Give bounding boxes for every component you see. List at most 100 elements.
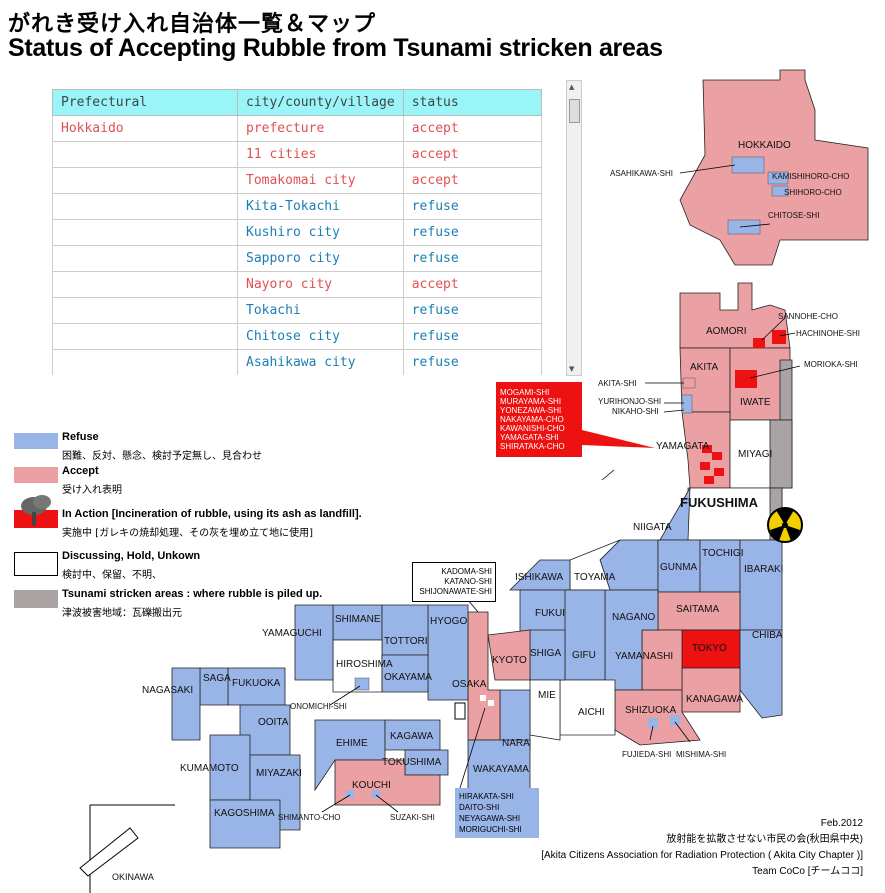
title-english: Status of Accepting Rubble from Tsunami … <box>8 34 663 62</box>
label-iwate: IWATE <box>740 397 771 408</box>
legend-action-sub: 実施中 [ガレキの焼却処理、その灰を埋め立て地に使用] <box>62 528 313 539</box>
table-cell-pref <box>52 245 238 272</box>
label-shihoro: SHIHORO-CHO <box>784 188 842 197</box>
label-mie: MIE <box>538 690 556 701</box>
table-cell-pref: Hokkaido <box>52 115 238 142</box>
label-akita-shi: AKITA-SHI <box>598 379 637 388</box>
header-city: city/county/village <box>237 89 404 116</box>
label-nagasaki: NAGASAKI <box>142 685 194 696</box>
region-tottori <box>381 604 429 656</box>
label-okayama: OKAYAMA <box>384 672 432 683</box>
region-kagoshima <box>209 799 281 849</box>
status-table-container: Prefectural city/county/village status H… <box>52 89 567 375</box>
region-chiba <box>739 629 783 719</box>
legend-accept-sub: 受け入れ表明 <box>62 485 122 496</box>
label-hachinohe: HACHINOHE-SHI <box>796 329 861 338</box>
label-nikaho: NIKAHO-SHI <box>612 407 659 416</box>
region-hokkaido <box>679 69 869 266</box>
label-fukui: FUKUI <box>535 608 565 619</box>
title-japanese: がれき受け入れ自治体一覧＆マップ <box>8 12 377 37</box>
table-cell-pref <box>52 219 238 246</box>
island-box <box>454 702 466 720</box>
yamagata-callout-pointer <box>582 430 655 448</box>
osaka-south-box: HIRAKATA-SHI DAITO-SHI NEYAGAWA-SHI MORI… <box>455 788 539 838</box>
okinawa-inset <box>79 804 175 893</box>
label-gunma: GUNMA <box>660 562 698 573</box>
label-gifu: GIFU <box>572 650 596 661</box>
region-mie <box>529 679 561 741</box>
label-yurihonjo: YURIHONJO-SHI <box>598 397 662 406</box>
region-kouchi <box>334 759 441 806</box>
label-kagoshima: KAGOSHIMA <box>214 808 275 819</box>
city-square-fujieda <box>648 718 658 728</box>
table-scrollbar[interactable]: ▲ ▼ <box>566 80 582 376</box>
label-onomichi: ONOMICHI-SHI <box>290 702 347 711</box>
box-item: KADOMA-SHI <box>441 567 492 576</box>
label-kouchi: KOUCHI <box>352 780 391 791</box>
label-yamanashi: YAMANASHI <box>615 651 674 662</box>
legend-accept-title: Accept <box>62 465 99 477</box>
legend-swatch-action <box>14 495 58 528</box>
box-item: HIRAKATA-SHI <box>459 792 514 801</box>
label-tochigi: TOCHIGI <box>702 548 744 559</box>
city-square-yurihonjo <box>681 394 693 414</box>
box-item: MOGAMI-SHI <box>500 388 550 397</box>
label-ibaraki: IBARAKI <box>744 564 784 575</box>
label-aichi: AICHI <box>578 707 605 718</box>
label-nagano: NAGANO <box>612 612 656 623</box>
region-kanagawa <box>681 667 741 713</box>
label-hyogo: HYOGO <box>430 616 468 627</box>
table-cell-city: Sapporo city <box>237 245 404 272</box>
city-square-suzaki <box>372 790 380 798</box>
header-status: status <box>402 89 543 116</box>
city-square-akita <box>682 377 696 389</box>
label-kagawa: KAGAWA <box>390 731 434 742</box>
label-shizuoka: SHIZUOKA <box>625 705 677 716</box>
region-kyoto <box>487 629 531 681</box>
label-fukuoka: FUKUOKA <box>232 678 281 689</box>
box-item: MURAYAMA-SHI <box>500 397 562 406</box>
box-item: DAITO-SHI <box>459 803 500 812</box>
box-item: SHIRATAKA-CHO <box>500 442 565 451</box>
nuclear-icon <box>767 507 803 543</box>
label-aomori: AOMORI <box>706 326 747 337</box>
status-table: Prefectural city/county/village status H… <box>52 89 543 375</box>
label-chiba: CHIBA <box>752 630 783 641</box>
table-cell-status: accept <box>402 271 543 298</box>
scroll-up-icon[interactable]: ▲ <box>569 83 575 91</box>
label-saga: SAGA <box>203 673 231 684</box>
city-square-mishima <box>670 715 680 725</box>
label-okinawa: OKINAWA <box>112 872 154 882</box>
table-cell-city: Kushiro city <box>237 219 404 246</box>
box-item: NAKAYAMA-CHO <box>500 415 564 424</box>
city-square-yamagata-1 <box>702 445 712 453</box>
label-toyama: TOYAMA <box>574 572 616 583</box>
label-kumamoto: KUMAMOTO <box>180 763 239 774</box>
label-osaka: OSAKA <box>452 679 487 690</box>
label-kamishihoro: KAMISHIHORO-CHO <box>772 172 850 181</box>
legend-tsunami-sub: 津波被害地域：瓦礫搬出元 <box>62 608 182 619</box>
legend-swatch-refuse <box>14 433 58 449</box>
scroll-thumb[interactable] <box>569 99 580 123</box>
scroll-down-icon[interactable]: ▼ <box>569 365 575 373</box>
label-chitose: CHITOSE-SHI <box>768 211 820 220</box>
label-shimanto: SHIMANTO-CHO <box>278 813 341 822</box>
credit-block: Feb.2012 放射能を拡散させない市民の会(秋田県中央) [Akita Ci… <box>541 816 863 880</box>
label-asahikawa: ASAHIKAWA-SHI <box>610 169 673 178</box>
label-shiga: SHIGA <box>530 648 562 659</box>
label-yamagata: YAMAGATA <box>656 441 710 452</box>
label-suzaki: SUZAKI-SHI <box>390 813 435 822</box>
city-square-asahikawa <box>731 156 765 174</box>
box-item: YAMAGATA-SHI <box>500 433 559 442</box>
legend-refuse-sub: 困難、反対、懸念、検討予定無し、見合わせ <box>62 451 262 462</box>
table-cell-status: accept <box>402 141 543 168</box>
city-square-osaka-2 <box>488 700 494 706</box>
city-square-yamagata-3 <box>700 462 710 470</box>
label-ehime: EHIME <box>336 738 368 749</box>
region-ibaraki <box>739 539 783 631</box>
